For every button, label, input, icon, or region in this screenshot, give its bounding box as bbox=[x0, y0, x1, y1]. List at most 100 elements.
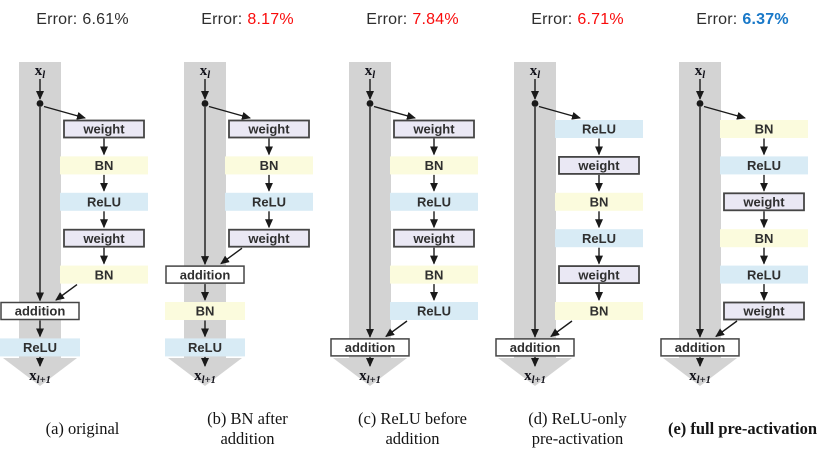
output-label: xl+1 bbox=[194, 368, 216, 386]
node-label: ReLU bbox=[747, 267, 781, 282]
node-label: BN bbox=[425, 267, 444, 282]
caption-e: (e) full pre-activation bbox=[660, 398, 825, 460]
node-box bbox=[720, 156, 808, 175]
output-label: xl+1 bbox=[359, 368, 381, 386]
input-label: xl bbox=[530, 63, 541, 81]
caption-a: (a) original bbox=[0, 398, 165, 460]
node-box bbox=[393, 228, 475, 248]
node-relu: ReLU bbox=[390, 192, 478, 211]
node-box bbox=[555, 120, 643, 138]
merge-arrow bbox=[715, 320, 738, 337]
node-bn: BN bbox=[60, 156, 148, 175]
caption-line: addition bbox=[385, 429, 440, 448]
node-weight: weight bbox=[228, 228, 310, 248]
node-box bbox=[228, 119, 310, 139]
node-bn: BN bbox=[720, 229, 808, 248]
branch-arrow bbox=[538, 105, 581, 120]
output-label: xl+1 bbox=[524, 368, 546, 386]
node-weight: weight bbox=[558, 156, 640, 175]
error-value: 7.84% bbox=[412, 11, 459, 28]
branch-dot bbox=[366, 100, 374, 107]
node-weight: weight bbox=[228, 119, 310, 139]
node-relu: ReLU bbox=[165, 338, 245, 357]
node-box bbox=[165, 265, 245, 284]
input-label: xl bbox=[365, 63, 376, 81]
error-label: Error: bbox=[201, 11, 243, 28]
node-label: BN bbox=[755, 231, 774, 246]
caption-line: (b) BN after bbox=[207, 409, 288, 428]
error-text: Error:8.17% bbox=[201, 7, 294, 32]
merge-arrow bbox=[55, 284, 78, 301]
node-label: ReLU bbox=[417, 304, 451, 319]
node-bn: BN bbox=[390, 156, 478, 175]
node-box bbox=[555, 229, 643, 248]
node-bn: BN bbox=[720, 120, 808, 138]
error-text: Error:7.84% bbox=[366, 7, 459, 32]
node-box bbox=[63, 228, 145, 248]
error-value: 6.61% bbox=[82, 11, 129, 28]
node-relu: ReLU bbox=[555, 120, 643, 138]
node-box bbox=[225, 156, 313, 175]
node-box bbox=[720, 265, 808, 284]
error-label: Error: bbox=[366, 11, 408, 28]
node-box bbox=[0, 301, 80, 321]
node-box bbox=[555, 192, 643, 211]
caption-line: pre-activation bbox=[531, 429, 624, 448]
node-bn: BN bbox=[225, 156, 313, 175]
error-value: 8.17% bbox=[247, 11, 294, 28]
node-box bbox=[390, 302, 478, 320]
caption-line: (a) original bbox=[45, 419, 120, 438]
input-label: xl bbox=[200, 63, 211, 81]
node-addition: addition bbox=[330, 338, 410, 357]
branch-arrow bbox=[373, 105, 416, 120]
node-label: BN bbox=[755, 122, 774, 137]
node-bn: BN bbox=[390, 265, 478, 284]
node-box bbox=[495, 338, 575, 357]
input-label: xl bbox=[35, 63, 46, 81]
node-weight: weight bbox=[558, 265, 640, 285]
merge-arrow bbox=[220, 247, 243, 265]
node-box bbox=[720, 120, 808, 138]
error-text: Error:6.37% bbox=[696, 7, 789, 32]
node-box bbox=[558, 156, 640, 175]
node-label: addition bbox=[510, 340, 561, 355]
node-box bbox=[558, 265, 640, 285]
node-label: BN bbox=[590, 304, 609, 319]
node-label: weight bbox=[577, 158, 620, 173]
node-label: weight bbox=[742, 195, 785, 210]
node-box bbox=[555, 302, 643, 320]
node-bn: BN bbox=[165, 302, 245, 320]
identity-path-arrowhead bbox=[3, 358, 77, 386]
error-text: Error:6.71% bbox=[531, 7, 624, 32]
branch-arrow bbox=[208, 105, 251, 120]
error-value: 6.37% bbox=[742, 11, 789, 28]
output-label: xl+1 bbox=[29, 368, 51, 386]
node-label: ReLU bbox=[188, 340, 222, 355]
node-label: addition bbox=[15, 304, 66, 319]
node-addition: addition bbox=[0, 301, 80, 321]
node-label: BN bbox=[590, 195, 609, 210]
node-box bbox=[393, 119, 475, 139]
node-relu: ReLU bbox=[390, 302, 478, 320]
node-label: ReLU bbox=[582, 231, 616, 246]
node-relu: ReLU bbox=[555, 229, 643, 248]
node-relu: ReLU bbox=[225, 192, 313, 211]
input-label: xl bbox=[695, 63, 706, 81]
node-box bbox=[723, 192, 805, 212]
node-box bbox=[660, 338, 740, 357]
identity-path-arrowhead bbox=[168, 358, 242, 386]
branch-dot bbox=[36, 100, 44, 107]
output-label: xl+1 bbox=[689, 368, 711, 386]
caption-line: (c) ReLU before bbox=[357, 409, 468, 428]
node-bn: BN bbox=[60, 265, 148, 284]
